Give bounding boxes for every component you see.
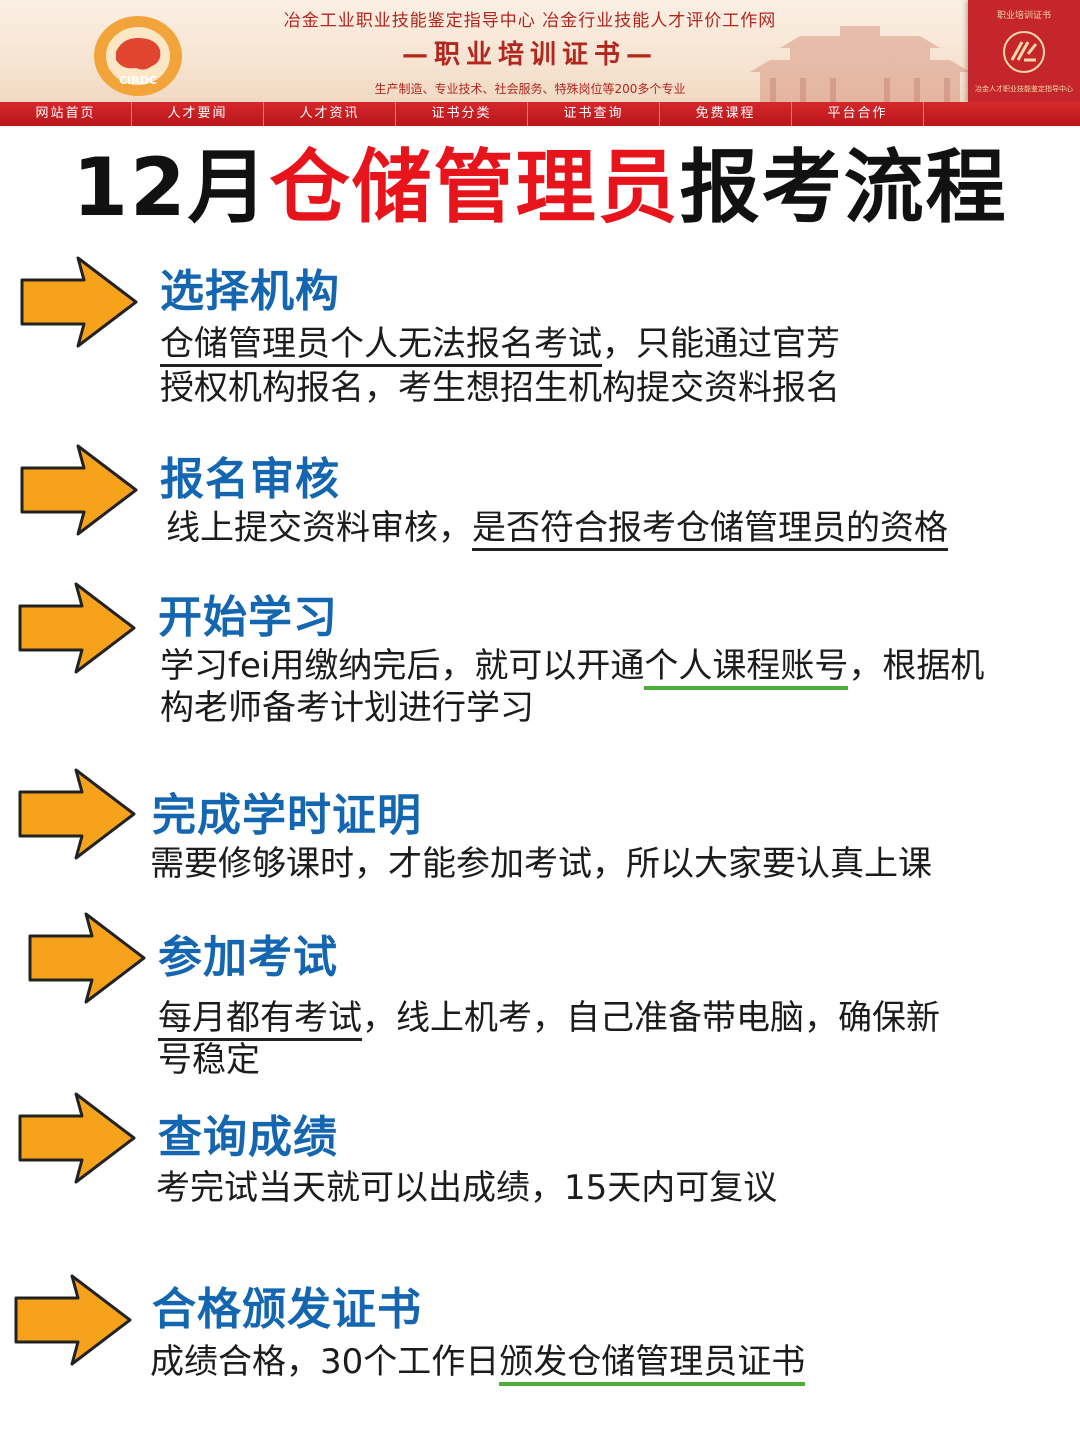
step-1-title: 选择机构 [160,266,340,317]
step-3-text: 学习fei用缴纳完后，就可以开通 [160,646,645,686]
step-6-desc-line1: 考完试当天就可以出成绩，15天内可复议 [156,1168,778,1208]
step-5-desc-line2: 号稳定 [158,1040,260,1080]
step-4-title: 完成学时证明 [152,790,422,841]
step-5-highlight: 每月都有考试 [158,998,362,1041]
nav-item-partnership[interactable]: 平台合作 [792,102,924,126]
step-3-text-end: ，根据机 [848,646,985,686]
right-arrow-icon [18,1092,136,1184]
title-month: 12月 [72,141,270,234]
right-arrow-icon [28,912,146,1004]
step-1-text: ，只能通过官芳 [602,324,840,364]
nav-item-home[interactable]: 网站首页 [0,102,132,126]
step-7-text: 成绩合格，30个工作日 [150,1342,500,1382]
banner-subtitle: 生产制造、专业技术、社会服务、特殊岗位等200多个专业 [374,82,686,96]
right-arrow-icon [18,768,136,860]
cirdc-logo-icon: CIRDC [94,16,182,96]
step-6-title: 查询成绩 [158,1112,338,1163]
step-3-desc-line2: 构老师备考计划进行学习 [160,688,534,728]
nav-item-free-courses[interactable]: 免费课程 [660,102,792,126]
step-3-title: 开始学习 [158,592,338,643]
step-2-title: 报名审核 [160,454,340,505]
title-job: 仓储管理员 [269,141,680,234]
cert-card-title: 职业培训证书 [996,11,1051,21]
step-2-text: 线上提交资料审核， [166,508,472,548]
right-arrow-icon [20,444,138,536]
nav-item-categories[interactable]: 证书分类 [396,102,528,126]
right-arrow-icon [18,582,136,674]
step-7-desc-line1: 成绩合格，30个工作日颁发仓储管理员证书 [150,1340,806,1386]
step-5-desc-line1: 每月都有考试，线上机考，自己准备带电脑，确保新 [158,996,940,1041]
top-nav: 网站首页 人才要闻 人才资讯 证书分类 证书查询 免费课程 平台合作 [0,102,1080,126]
step-3-desc-line1: 学习fei用缴纳完后，就可以开通个人课程账号，根据机 [160,644,985,690]
certificate-emblem-icon [1003,31,1045,73]
step-5-title: 参加考试 [158,932,338,983]
cert-card-issuer: 冶金人才职业技能鉴定指导中心 [975,85,1073,93]
right-arrow-icon [20,256,138,348]
logo-text: CIRDC [119,74,157,87]
banner-title: —职业培训证书— [401,40,658,70]
step-7-title: 合格颁发证书 [152,1284,422,1335]
step-1-desc-line1: 仓储管理员个人无法报名考试，只能通过官芳 [160,322,840,367]
step-7-highlight: 颁发仓储管理员证书 [499,1342,806,1386]
step-4-desc-line1: 需要修够课时，才能参加考试，所以大家要认真上课 [150,844,932,884]
banner-top-line: 冶金工业职业技能鉴定指导中心 冶金行业技能人才评价工作网 [283,11,777,31]
step-3-highlight: 个人课程账号 [644,646,849,690]
title-process: 报考流程 [679,141,1008,234]
right-arrow-icon [14,1274,132,1366]
step-5-text: ，线上机考，自己准备带电脑，确保新 [362,998,940,1038]
palace-skyline-icon [750,26,970,102]
page-title: 12月仓储管理员报考流程 [0,140,1080,236]
certificate-card: 职业培训证书 冶金人才职业技能鉴定指导中心 [968,0,1080,102]
nav-item-news[interactable]: 人才要闻 [132,102,264,126]
nav-item-query[interactable]: 证书查询 [528,102,660,126]
header-banner: CIRDC 冶金工业职业技能鉴定指导中心 冶金行业技能人才评价工作网 —职业培训… [0,0,1080,102]
step-2-desc-line1: 线上提交资料审核，是否符合报考仓储管理员的资格 [166,506,948,551]
nav-item-info[interactable]: 人才资讯 [264,102,396,126]
step-2-highlight: 是否符合报考仓储管理员的资格 [472,508,948,551]
step-1-desc-line2: 授权机构报名，考生想招生机构提交资料报名 [160,368,840,408]
step-1-highlight: 仓储管理员个人无法报名考试 [160,324,602,367]
